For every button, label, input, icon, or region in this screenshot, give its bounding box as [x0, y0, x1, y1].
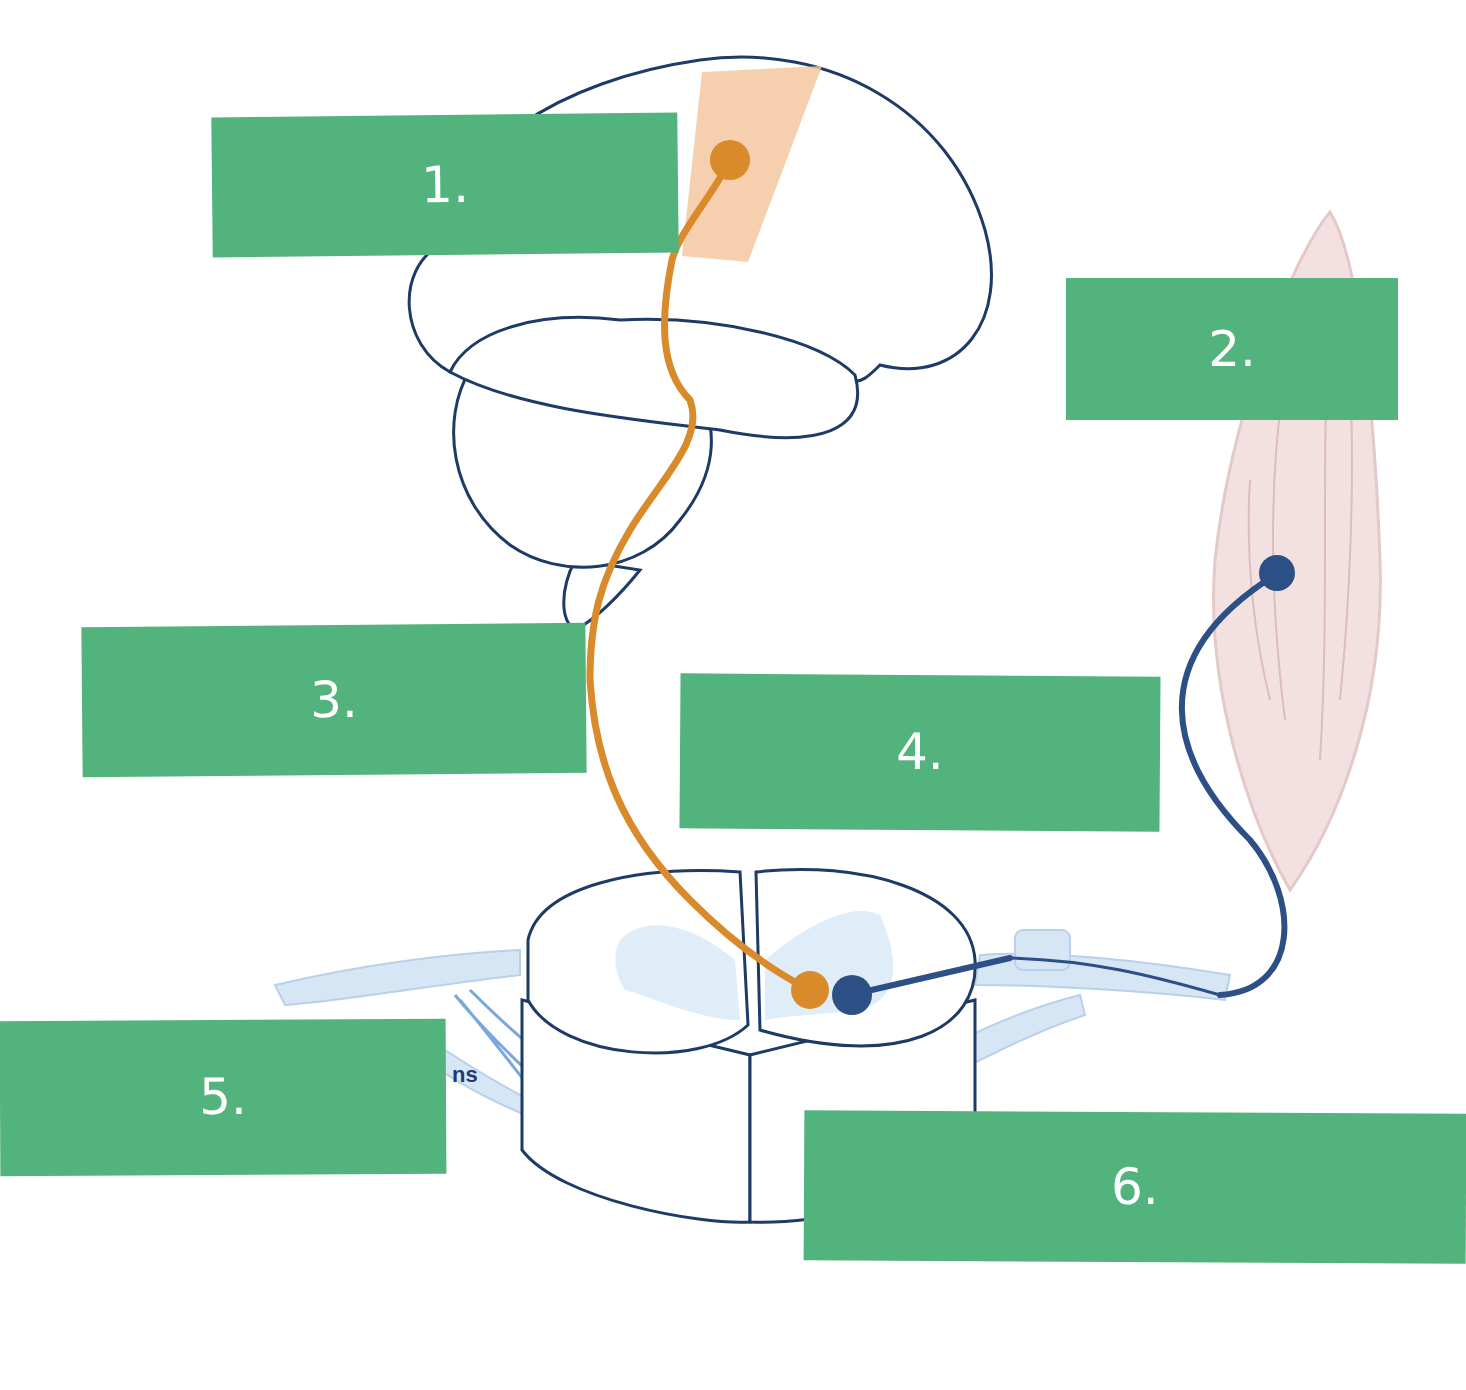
label-box: 6.	[804, 1110, 1466, 1263]
text-fragment: ns	[452, 1062, 478, 1088]
upper-motor-neuron-terminal	[791, 971, 829, 1009]
label-box: 1.	[211, 113, 678, 258]
temporal-lobe	[450, 317, 858, 437]
motor-cortex	[682, 66, 822, 262]
callout-number: 2.	[1208, 322, 1256, 377]
label-box: 4.	[679, 673, 1160, 831]
grey-matter-right	[765, 911, 893, 1020]
spinal-cord-section-right	[756, 869, 975, 1045]
spinal-cord-section-left	[528, 871, 748, 1053]
root-ganglion	[1015, 930, 1070, 970]
upper-motor-neuron-cell-body	[710, 140, 750, 180]
callout-number: 6.	[1111, 1159, 1159, 1214]
callout-number: 3.	[310, 672, 358, 727]
label-box: 2.	[1066, 278, 1398, 420]
neuromuscular-junction	[1259, 555, 1295, 591]
grey-matter-left	[615, 925, 740, 1020]
dorsal-root-right	[975, 954, 1230, 1000]
lower-motor-neuron-in-root	[1010, 958, 1220, 995]
upper-motor-neuron	[590, 160, 810, 990]
callout-number: 1.	[421, 157, 469, 212]
lower-motor-neuron-cell-body	[832, 975, 872, 1015]
label-box: 3.	[81, 623, 586, 777]
callout-number: 4.	[896, 725, 944, 780]
callout-number: 5.	[199, 1070, 247, 1125]
dorsal-root-left	[275, 950, 520, 1005]
label-box: 5.	[0, 1019, 446, 1176]
